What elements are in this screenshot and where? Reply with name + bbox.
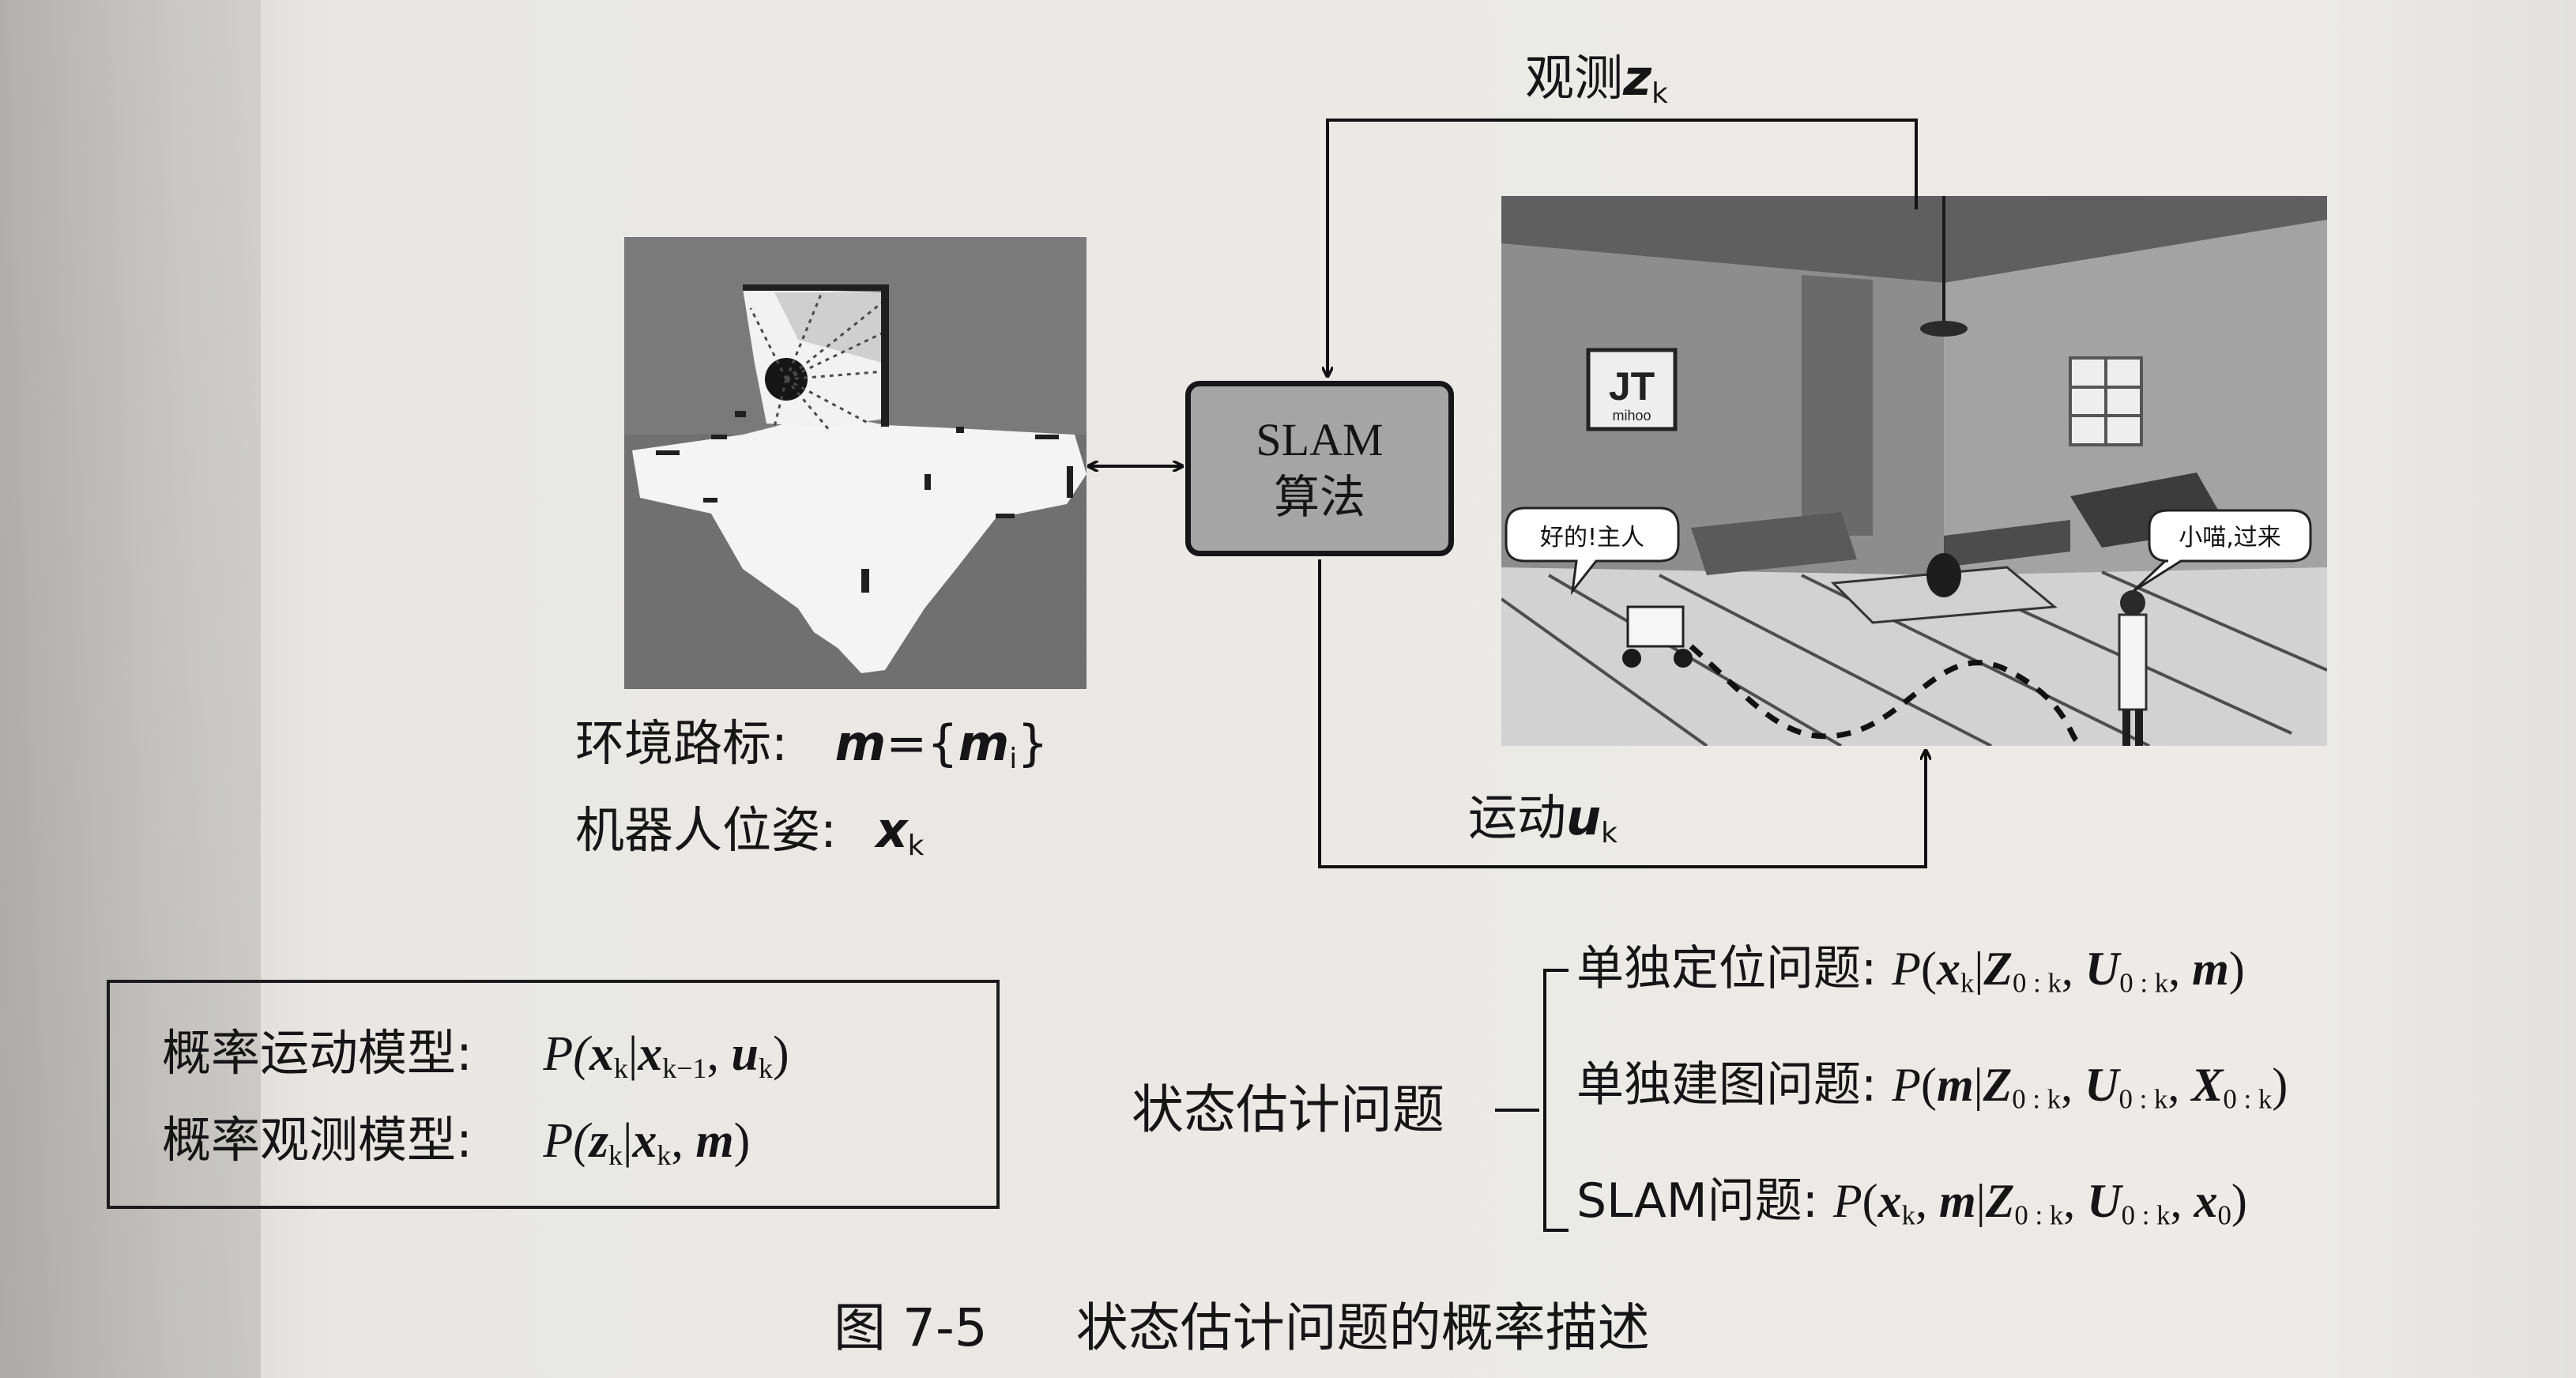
observation-model-formula: P(zk|xk, m) bbox=[543, 1114, 751, 1172]
person-speech-text: 小喵,过来 bbox=[2179, 524, 2281, 552]
robot-speech-text: 好的!主人 bbox=[1540, 524, 1644, 552]
home-scene-image: JT mihoo 好的!主人 小喵,过来 bbox=[1500, 196, 2328, 747]
state-estimation-root: 状态估计问题 bbox=[1132, 1079, 1444, 1140]
motion-model-row: 概率运动模型: P(xk|xk−1, uk) bbox=[162, 1029, 789, 1083]
observation-model-label: 概率观测模型: bbox=[162, 1111, 473, 1169]
problems-bracket bbox=[1543, 969, 1569, 1232]
slam-algorithm-box: SLAM 算法 bbox=[1185, 381, 1454, 556]
figure-title: 状态估计问题的概率描述 bbox=[1075, 1297, 1650, 1358]
wall-sign-subtext: mihoo bbox=[1612, 408, 1651, 424]
wall-sign-text: JT bbox=[1609, 364, 1655, 409]
occupancy-map-image bbox=[624, 237, 1087, 689]
problem-item-mapping: 单独建图问题: P(m|Z0 : k, U0 : k, X0 : k) bbox=[1576, 1057, 2288, 1115]
robot-figure bbox=[1626, 605, 1685, 648]
motion-label: 运动uk bbox=[1468, 789, 1618, 850]
observation-model-row: 概率观测模型: P(zk|xk, m) bbox=[162, 1116, 750, 1170]
slam-box-line2: 算法 bbox=[1273, 470, 1365, 524]
probability-models-box bbox=[107, 980, 1000, 1209]
motion-model-label: 概率运动模型: bbox=[162, 1024, 473, 1082]
home-scene-graphic: JT mihoo 好的!主人 小喵,过来 bbox=[1500, 196, 2328, 747]
wall-sign bbox=[1586, 348, 1678, 431]
observation-arrow bbox=[1328, 119, 1918, 376]
slam-box-line1: SLAM bbox=[1256, 413, 1384, 465]
figure-caption: 图 7-5 状态估计问题的概率描述 bbox=[834, 1302, 1650, 1354]
figure-number: 图 7-5 bbox=[834, 1297, 988, 1358]
page-edge-shadow bbox=[0, 0, 261, 1378]
person-speech-bubble bbox=[2132, 509, 2312, 593]
motion-model-formula: P(xk|xk−1, uk) bbox=[543, 1027, 789, 1085]
landmark-caption: 环境路标: m={mi} bbox=[575, 714, 1049, 776]
robot-speech-bubble bbox=[1505, 506, 1680, 596]
motion-arrow bbox=[1318, 559, 1926, 868]
occupancy-map-graphic bbox=[624, 237, 1087, 689]
observation-label: 观测zk bbox=[1525, 49, 1668, 111]
pose-caption: 机器人位姿: xk bbox=[575, 801, 925, 863]
problem-item-slam: SLAM问题: P(xk, m|Z0 : k, U0 : k, x0) bbox=[1576, 1173, 2247, 1231]
problem-item-localization: 单独定位问题: P(xk|Z0 : k, U0 : k, m) bbox=[1576, 941, 2245, 999]
